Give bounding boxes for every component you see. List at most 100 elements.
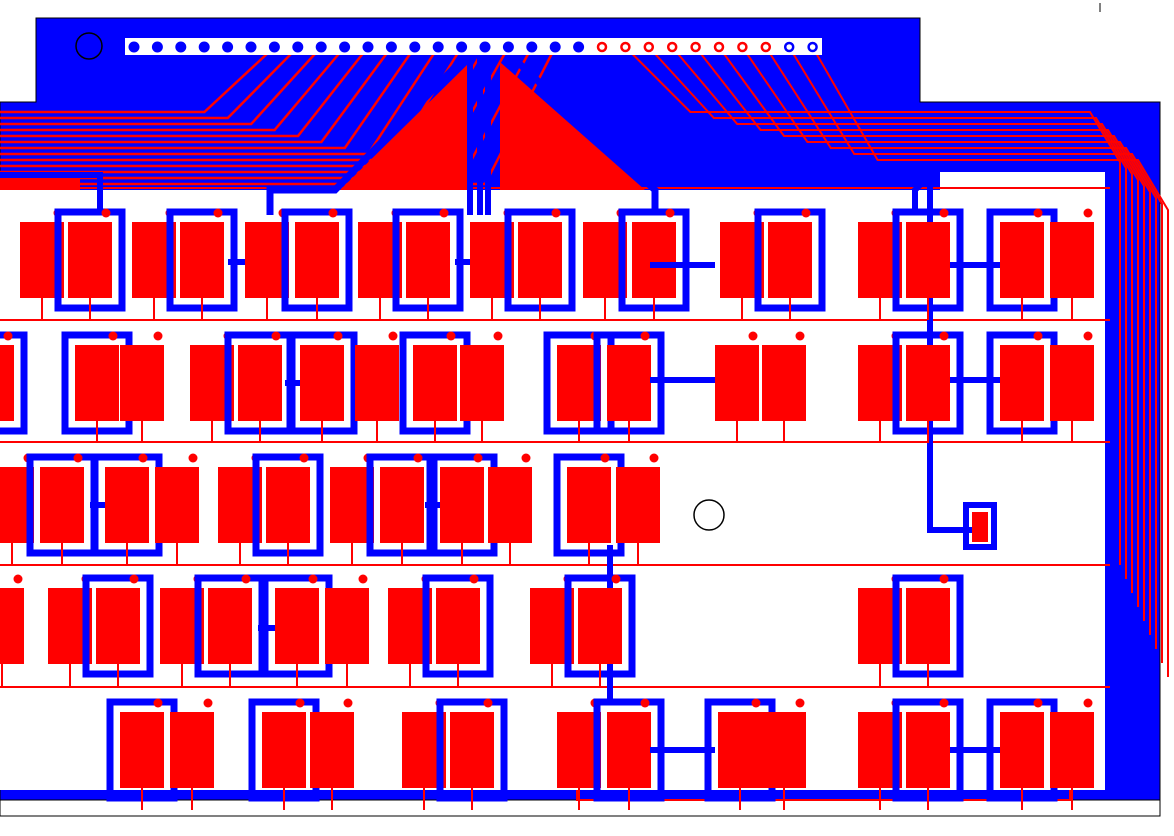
via bbox=[213, 208, 223, 218]
smd-pad bbox=[295, 222, 339, 298]
smd-pad bbox=[1050, 222, 1094, 298]
smd-pad bbox=[450, 712, 494, 788]
via bbox=[611, 574, 621, 584]
smd-pad bbox=[170, 712, 214, 788]
smd-pad bbox=[310, 712, 354, 788]
via bbox=[1033, 331, 1043, 341]
via bbox=[73, 453, 83, 463]
smd-pad bbox=[155, 467, 199, 543]
via bbox=[939, 574, 949, 584]
via bbox=[1033, 698, 1043, 708]
trace bbox=[694, 46, 1139, 607]
smd-pad bbox=[762, 345, 806, 421]
header-pin bbox=[222, 41, 234, 53]
via bbox=[939, 698, 949, 708]
via bbox=[328, 208, 338, 218]
via bbox=[748, 331, 758, 341]
via bbox=[493, 331, 503, 341]
smd-pad bbox=[906, 712, 950, 788]
header-pin bbox=[596, 41, 608, 53]
via bbox=[473, 453, 483, 463]
smd-pad bbox=[436, 588, 480, 664]
header-pin bbox=[409, 41, 421, 53]
header-pin bbox=[643, 41, 655, 53]
smd-pad bbox=[906, 345, 950, 421]
smd-pad bbox=[238, 345, 282, 421]
via bbox=[241, 574, 251, 584]
smd-pad bbox=[1000, 712, 1044, 788]
via bbox=[665, 208, 675, 218]
smd-pad bbox=[715, 345, 759, 421]
trace bbox=[741, 46, 1151, 635]
smd-pad-small bbox=[972, 512, 988, 542]
smd-pad bbox=[120, 345, 164, 421]
via bbox=[469, 574, 479, 584]
trace bbox=[671, 46, 1133, 593]
header-pin bbox=[807, 41, 818, 53]
trace bbox=[811, 46, 1169, 677]
blue-trace bbox=[0, 172, 103, 215]
via bbox=[129, 574, 139, 584]
via bbox=[483, 698, 493, 708]
trace bbox=[764, 46, 1157, 649]
blue-trace bbox=[266, 59, 463, 215]
smd-pad bbox=[1000, 345, 1044, 421]
mounting-holes bbox=[75, 3, 1101, 531]
via bbox=[188, 453, 198, 463]
header-connector bbox=[125, 38, 822, 55]
smd-pad bbox=[488, 467, 532, 543]
header-pin bbox=[620, 41, 631, 53]
smd-pad bbox=[75, 345, 119, 421]
smd-pad bbox=[266, 467, 310, 543]
pad-outline bbox=[0, 331, 28, 435]
via bbox=[640, 698, 650, 708]
via bbox=[295, 698, 305, 708]
mounting-hole bbox=[75, 32, 103, 60]
smd-pad bbox=[406, 222, 450, 298]
via bbox=[795, 331, 805, 341]
header-pin bbox=[175, 41, 187, 53]
smd-pad bbox=[632, 222, 676, 298]
header-pin bbox=[151, 41, 163, 53]
header-pin bbox=[479, 41, 491, 53]
header-pin bbox=[526, 41, 538, 53]
via bbox=[751, 698, 761, 708]
trace bbox=[788, 46, 1163, 663]
blue-trace bbox=[912, 167, 975, 533]
via bbox=[1083, 208, 1093, 218]
via bbox=[108, 331, 118, 341]
via bbox=[795, 698, 805, 708]
smd-pad bbox=[1050, 712, 1094, 788]
trace bbox=[0, 46, 299, 120]
header-pin bbox=[456, 41, 468, 53]
smd-pad bbox=[325, 588, 369, 664]
smd-pad bbox=[120, 712, 164, 788]
smd-pad bbox=[718, 712, 762, 788]
bus-line bbox=[576, 790, 1071, 801]
smd-pad bbox=[105, 467, 149, 543]
trace bbox=[0, 46, 369, 138]
via bbox=[939, 331, 949, 341]
header-pin bbox=[549, 41, 561, 53]
via bbox=[521, 453, 531, 463]
pad-outline bbox=[963, 502, 997, 550]
smd-pad bbox=[567, 467, 611, 543]
via bbox=[138, 453, 148, 463]
header-pin bbox=[666, 41, 678, 53]
smd-pad bbox=[180, 222, 224, 298]
via bbox=[1083, 698, 1093, 708]
trace bbox=[0, 46, 393, 144]
trace bbox=[0, 46, 533, 180]
red-pour-left bbox=[340, 62, 470, 190]
trace bbox=[648, 46, 1127, 579]
smd-pad bbox=[616, 467, 660, 543]
smd-pad bbox=[1000, 222, 1044, 298]
via bbox=[388, 331, 398, 341]
smd-pad bbox=[0, 588, 24, 664]
smd-pad bbox=[460, 345, 504, 421]
trace bbox=[0, 46, 416, 150]
trace bbox=[0, 46, 323, 126]
trace bbox=[624, 46, 1121, 565]
trace bbox=[0, 46, 346, 132]
